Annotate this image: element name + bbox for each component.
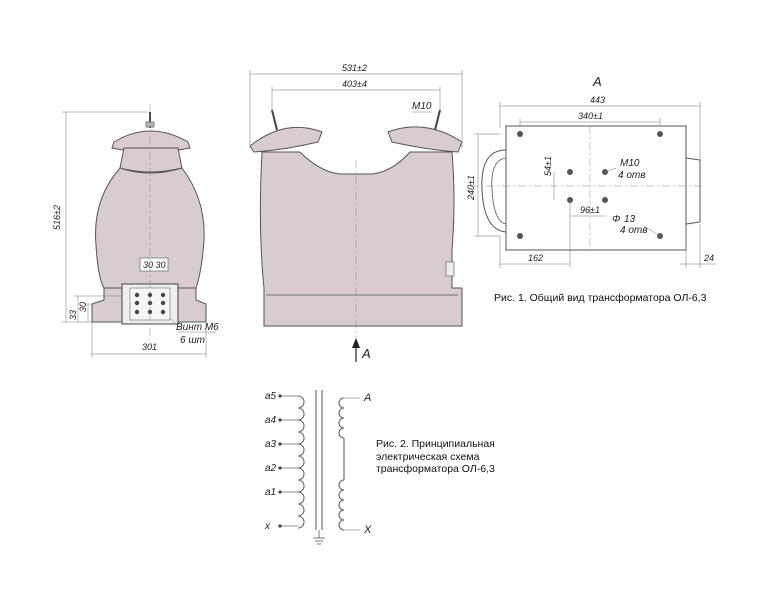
figure1-caption: Рис. 1. Общий вид трансформатора ОЛ-6,3 bbox=[494, 292, 706, 305]
top-view-a: A 443 340±1 240±1 54± bbox=[466, 74, 716, 268]
fig1-text: Рис. 1. Общий вид трансформатора ОЛ-6,3 bbox=[494, 292, 707, 304]
hv-label-bottom: X bbox=[363, 524, 372, 536]
tap-a5: a5 bbox=[265, 391, 277, 402]
hole-symbol: Φ bbox=[612, 214, 620, 225]
figure2-caption: Рис. 2. Принципиальная электрическая схе… bbox=[376, 438, 495, 476]
hole-size: 13 bbox=[624, 214, 636, 225]
view-title: A bbox=[592, 74, 602, 89]
terminal-dims: 30 30 bbox=[143, 260, 166, 270]
bolt-note: Винт М6 bbox=[176, 322, 219, 333]
fig2-line-2: электрическая схема bbox=[376, 450, 480, 463]
dim-30: 30 bbox=[78, 302, 88, 312]
fig2-line-3: трансформатора ОЛ-6,3 bbox=[376, 463, 495, 475]
dim-24: 24 bbox=[703, 253, 714, 263]
dim-33: 33 bbox=[68, 310, 78, 320]
m10-label: М10 bbox=[620, 158, 640, 169]
side-view: 531±2 403±4 М10 A bbox=[249, 63, 463, 362]
dim-54: 54±1 bbox=[543, 156, 553, 176]
wiring-scheme: a5 a4 a3 a2 a1 x A X bbox=[264, 390, 372, 545]
dim-height: 516±2 bbox=[52, 205, 62, 230]
thread-label: М10 bbox=[412, 101, 432, 112]
dim-overall: 531±2 bbox=[342, 63, 367, 73]
tap-x: x bbox=[264, 521, 271, 532]
dim-340: 340±1 bbox=[578, 111, 603, 121]
view-arrow-label: A bbox=[361, 346, 371, 361]
hole-count: 4 отв bbox=[620, 225, 647, 236]
fig2-line-1: Рис. 2. Принципиальная bbox=[376, 438, 495, 450]
m10-count: 4 отв bbox=[618, 170, 645, 181]
dim-162: 162 bbox=[528, 253, 543, 263]
dim-240: 240±1 bbox=[466, 175, 476, 201]
hv-label-top: A bbox=[363, 392, 371, 404]
dim-inner: 403±4 bbox=[342, 79, 367, 89]
dim-96: 96±1 bbox=[580, 205, 600, 215]
dim-width: 301 bbox=[142, 342, 157, 352]
dim-443: 443 bbox=[590, 95, 605, 105]
tap-a3: a3 bbox=[265, 439, 277, 450]
tap-a1: a1 bbox=[265, 487, 276, 498]
tap-a2: a2 bbox=[265, 463, 277, 474]
tap-a4: a4 bbox=[265, 415, 277, 426]
bolt-count: 6 шт bbox=[180, 335, 205, 346]
front-view: 30 30 516±2 33 30 301 Винт М6 6 шт bbox=[52, 104, 219, 358]
